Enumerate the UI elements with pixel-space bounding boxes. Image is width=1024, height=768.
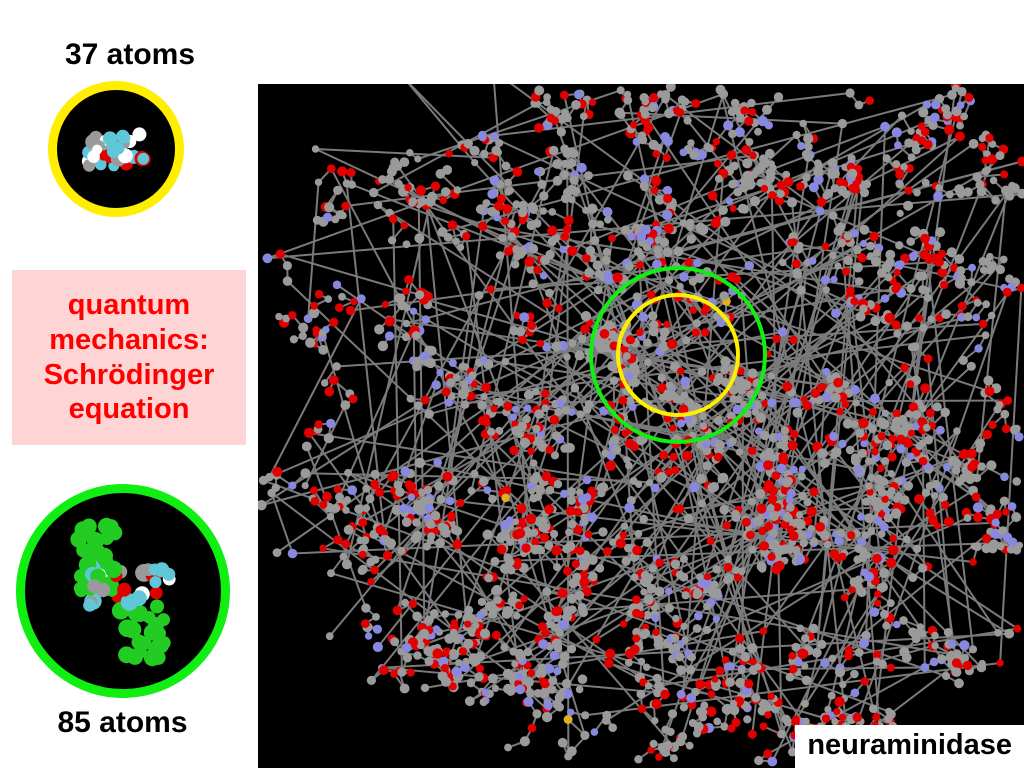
extended-region-ring (589, 266, 767, 444)
quantum-mechanics-box: quantum mechanics: Schrödinger equation (12, 270, 246, 445)
small-region-atom-count: 37 atoms (64, 38, 196, 71)
small-molecule (81, 127, 151, 172)
protein-structure-view: neuraminidase (258, 84, 1024, 768)
large-region-molecule-view (16, 484, 230, 698)
small-region-molecule-view (48, 81, 184, 217)
qm-line-4: equation (68, 393, 190, 426)
large-region-atom-count: 85 atoms (57, 706, 188, 739)
qm-line-2: mechanics: (49, 323, 209, 356)
qm-line-1: quantum (67, 288, 191, 321)
protein-name-label: neuraminidase (795, 725, 1024, 768)
atom-layer (258, 84, 1024, 767)
qm-line-3: Schrödinger (43, 358, 215, 391)
large-molecule (70, 517, 176, 667)
core-region-ring (616, 293, 740, 417)
